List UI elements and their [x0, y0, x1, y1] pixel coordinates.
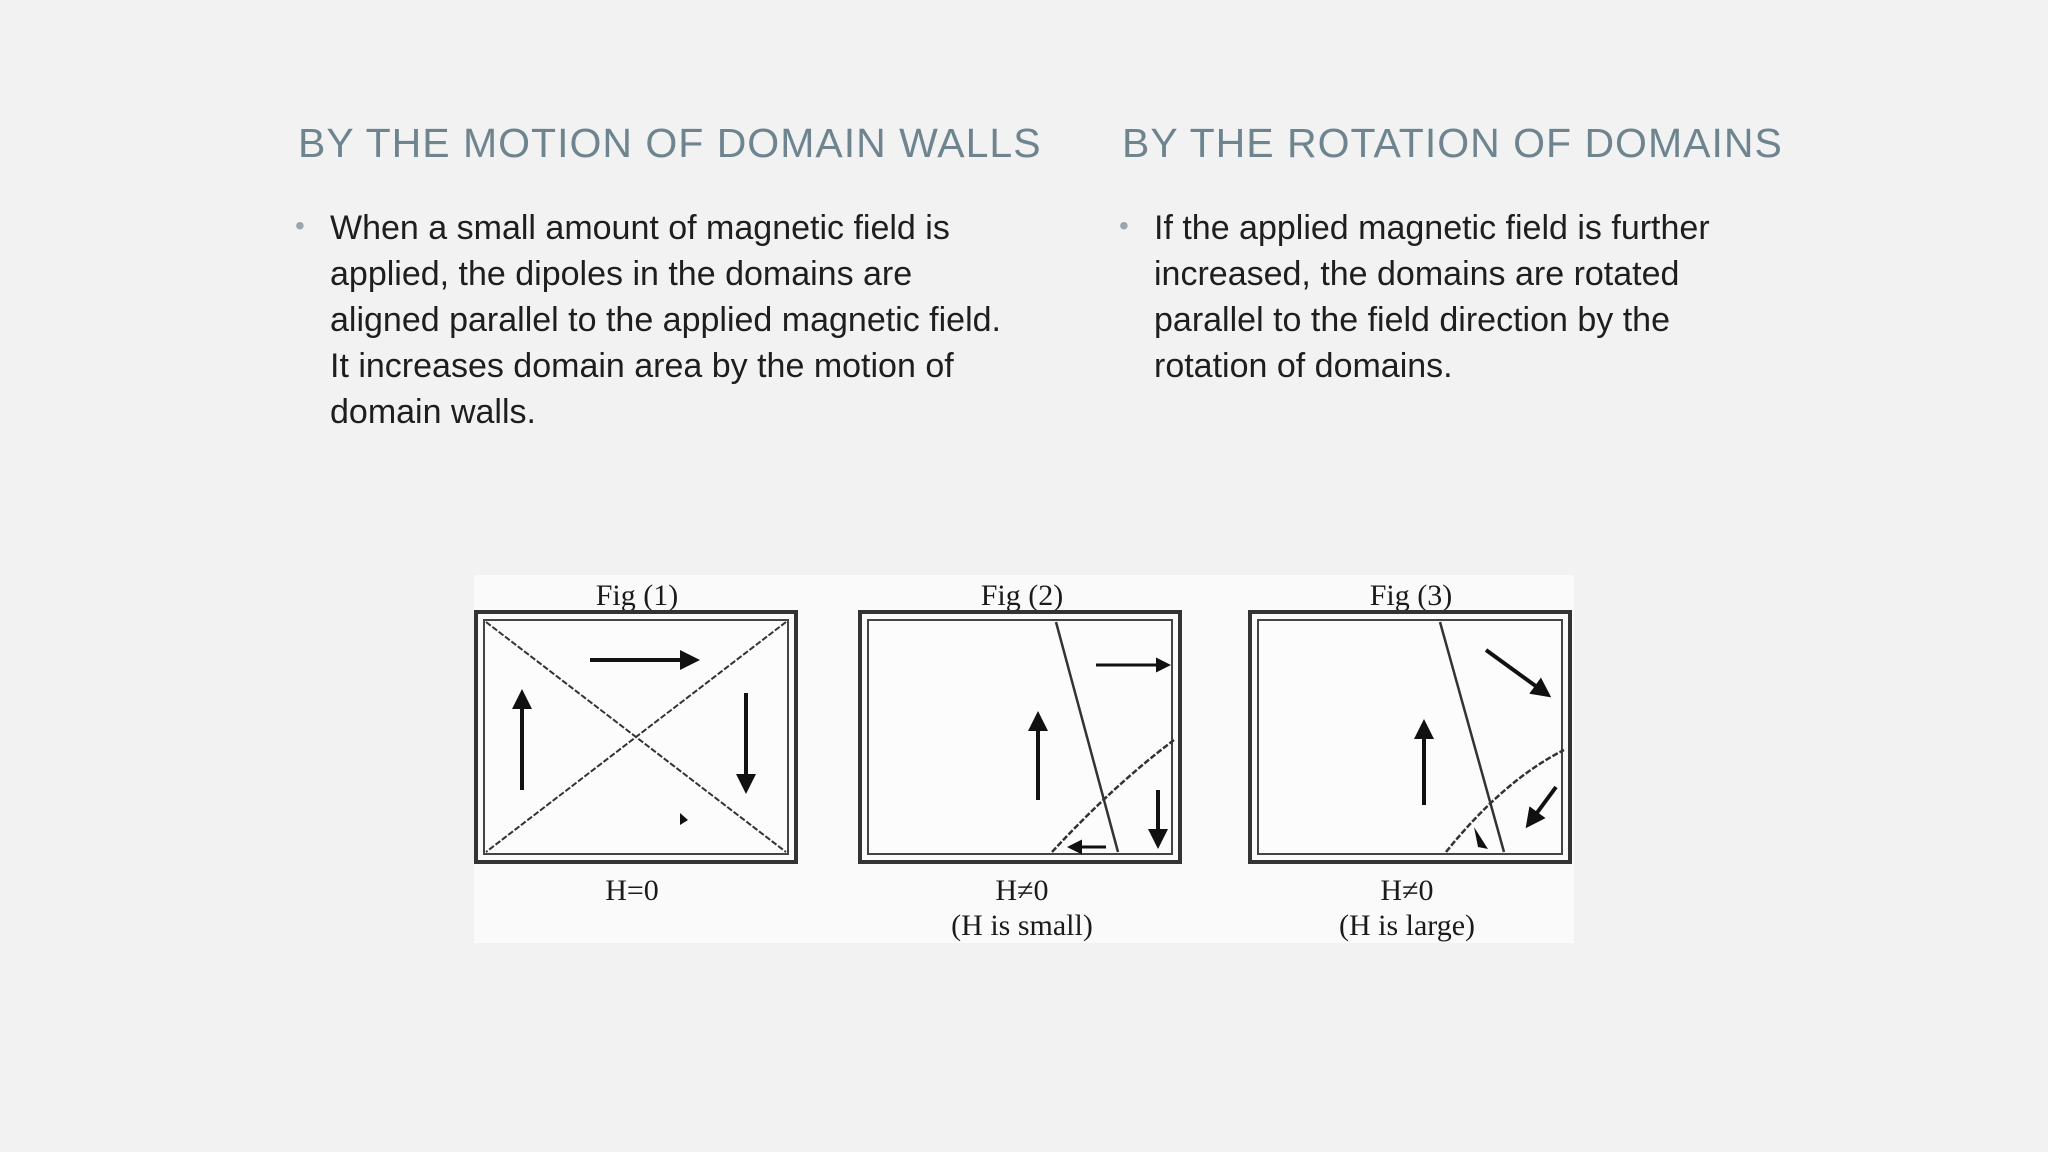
figure-2-outer-border: [858, 610, 1182, 864]
figure-3-caption-line2: (H is large): [1339, 909, 1475, 942]
right-bullet-item: • If the applied magnetic field is furth…: [1119, 205, 1882, 389]
figure-3-title: Fig (3): [1370, 579, 1453, 612]
figure-1-arrow-left: [680, 813, 688, 825]
figure-3-inner-border: [1257, 619, 1563, 855]
left-heading: BY THE MOTION OF DOMAIN WALLS: [298, 120, 1042, 166]
figure-2: Fig (2) H≠0 (H is small): [858, 579, 1182, 942]
figure-3-arrow-small: [1474, 827, 1488, 849]
figure-1: Fig (1) H=0: [474, 579, 798, 907]
right-heading: BY THE ROTATION OF DOMAINS: [1122, 120, 1783, 166]
figure-3-arrow-diagonal-down: [1484, 648, 1552, 698]
figure-3-domain-wall-vertical: [1438, 621, 1506, 853]
figure-2-title: Fig (2): [981, 579, 1064, 612]
figure-2-inner-border: [867, 619, 1173, 855]
domain-diagrams: Fig (1) H=0 Fig (2) H≠0 (H is small): [474, 579, 1572, 942]
figure-3-domain-wall-curved: [1445, 748, 1565, 853]
left-bullet-text: When a small amount of magnetic field is…: [330, 209, 1002, 431]
figure-2-caption-line1: H≠0: [995, 874, 1048, 907]
domain-figure-panel: Fig (1) H=0 Fig (2) H≠0 (H is small): [474, 575, 1574, 943]
figure-2-domain-wall-vertical: [1054, 621, 1120, 853]
figure-2-caption-line2: (H is small): [951, 909, 1093, 942]
figure-3-caption-line1: H≠0: [1380, 874, 1433, 907]
bullet-icon: •: [295, 210, 305, 241]
right-column: BY THE ROTATION OF DOMAINS • If the appl…: [1119, 120, 1882, 389]
figure-1-outer-border: [474, 610, 798, 864]
figure-3-arrow-diagonal-left: [1525, 785, 1558, 829]
left-bullet-item: • When a small amount of magnetic field …: [295, 205, 1058, 435]
figure-2-domain-wall-curved: [1051, 739, 1175, 853]
figure-3: Fig (3) H≠0 (H is large): [1248, 579, 1572, 942]
figure-1-domain-wall-b: [485, 621, 787, 853]
figure-1-title: Fig (1): [596, 579, 679, 612]
bullet-icon: •: [1119, 210, 1129, 241]
left-column: BY THE MOTION OF DOMAIN WALLS • When a s…: [295, 120, 1058, 435]
right-bullet-text: If the applied magnetic field is further…: [1154, 209, 1710, 385]
figure-3-outer-border: [1248, 610, 1572, 864]
figure-1-caption: H=0: [605, 874, 659, 907]
